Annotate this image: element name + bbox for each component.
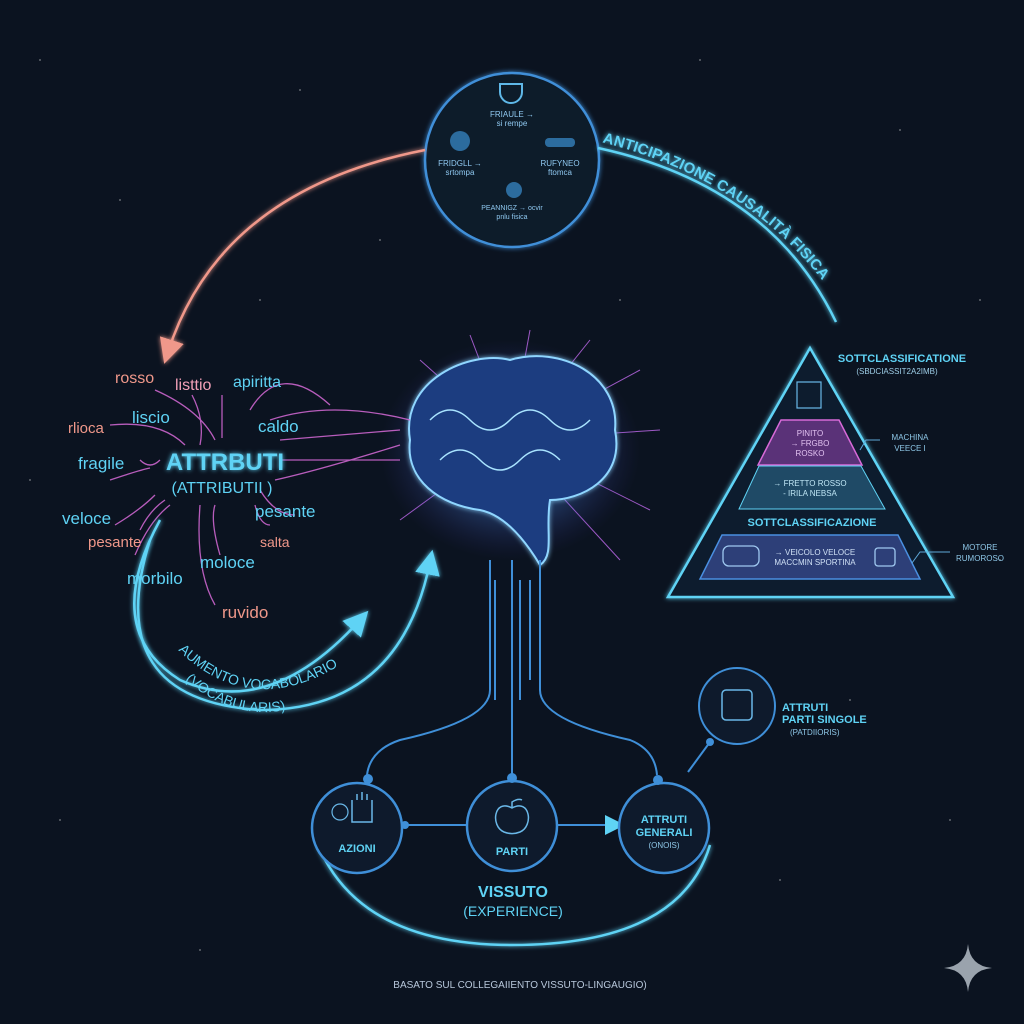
sparkle-logo-icon: [944, 944, 992, 992]
parts-single-line1: ATTRUTI: [782, 702, 828, 714]
causality-item-4-line1: PEANNIGZ → ocvir: [481, 205, 543, 212]
word-rlioca: rlioca: [68, 420, 105, 437]
tier2-line3: ROSKO: [796, 449, 825, 458]
attributes-subtitle: (ATTRIBUTII ): [171, 480, 272, 497]
brain-illustration: [380, 329, 661, 567]
teacup-icon: [499, 83, 523, 104]
word-liscio: liscio: [132, 408, 170, 427]
engine-parts-icon: [721, 689, 753, 721]
word-veloce: veloce: [62, 509, 111, 528]
causality-item-4-line2: pnlu fisica: [496, 214, 527, 221]
parts-single-node: ATTRUTI PARTI SINGOLE (PATDIIORIS): [687, 667, 867, 773]
word-listtio: listtio: [175, 377, 212, 394]
causality-item-3-line2: ftomca: [548, 168, 573, 177]
word-rosso: rosso: [115, 370, 154, 387]
word-fragile: fragile: [78, 454, 124, 473]
tier3-line2: - IRILA NEBSA: [783, 489, 837, 498]
parts-single-line3: (PATDIIORIS): [790, 728, 840, 737]
word-ruvido: ruvido: [222, 603, 268, 622]
experience-title: VISSUTO: [478, 884, 548, 901]
word-morbilo: morbilo: [127, 569, 183, 588]
tier3-line1: → FRETTO ROSSO: [773, 479, 846, 488]
tier2-line1: PINITO: [797, 429, 824, 438]
causality-circle: FRIAULE → si rempe FRIDGLL → srtompa RUF…: [423, 71, 601, 249]
experience-subtitle: (EXPERIENCE): [463, 903, 563, 919]
node-attributi-label3: (ONOIS): [648, 841, 679, 850]
word-moloce: moloce: [200, 553, 255, 572]
causality-return-arrow: [159, 148, 426, 364]
tier2-line2: → FRGBO: [791, 439, 830, 448]
car-icon: [545, 138, 575, 147]
pyramid-side1-line1: MACHINA: [892, 433, 930, 442]
node-azioni: AZIONI: [310, 774, 404, 875]
pyramid-side2-line2: RUMOROSO: [956, 554, 1004, 563]
vocabulary-arrow-outer: [136, 539, 440, 712]
pyramid-subtitle: (SBDCIASSIT2A2IMB): [856, 367, 938, 376]
pyramid-title: SOTTCLASSIFICATIONE: [838, 353, 966, 365]
pyramid-side1-line2: VEECE I: [894, 444, 926, 453]
node-parti: PARTI: [465, 773, 559, 873]
node-attributi-label1: ATTRUTI: [641, 814, 687, 826]
vocabulary-arrow-inner: [133, 519, 369, 693]
no-symbol-icon: [331, 803, 349, 821]
causality-item-1-line1: FRIAULE →: [490, 110, 534, 119]
hand-icon: [351, 792, 373, 823]
causality-item-1-line2: si rempe: [497, 119, 528, 128]
word-pesante-left: pesante: [88, 534, 141, 551]
fruit-icon: [506, 182, 522, 198]
tier4-line1: → VEICOLO VELOCE: [775, 548, 855, 557]
brain-connectors: [366, 560, 658, 780]
word-caldo: caldo: [258, 417, 299, 436]
node-attributi-label2: GENERALI: [636, 827, 693, 839]
word-salta: salta: [260, 534, 290, 550]
pyramid-mid-title: SOTTCLASSIFICAZIONE: [748, 517, 877, 529]
tier4-line2: MACCMIN SPORTINA: [774, 558, 856, 567]
node-parti-label: PARTI: [496, 846, 528, 858]
attributes-title: ATTRBUTI: [166, 449, 284, 476]
pyramid-side2-line1: MOTORE: [963, 543, 998, 552]
parts-single-line2: PARTI SINGOLE: [782, 714, 867, 726]
experience-section: AZIONI PARTI ATTRUTI GENERALI (ONOIS) VI…: [310, 773, 712, 947]
causality-item-3-line1: RUFYNEO: [540, 159, 579, 168]
word-apiritta: apiritta: [233, 374, 281, 391]
starfield: [29, 59, 1001, 951]
word-pesante-right: pesante: [255, 502, 316, 521]
engine-icon: [874, 547, 896, 567]
apple-icon: [494, 798, 530, 835]
causality-item-2-line1: FRIDGLL →: [438, 159, 482, 168]
broken-object-icon: [450, 131, 470, 151]
classification-pyramid: PINITO → FRGBO ROSKO → FRETTO ROSSO - IR…: [665, 345, 1004, 599]
causality-arc: [597, 146, 838, 323]
calendar-icon: [796, 381, 822, 409]
node-azioni-label: AZIONI: [338, 843, 375, 855]
causality-item-2-line2: srtompa: [446, 168, 475, 177]
car-icon: [722, 545, 760, 567]
node-attributi-generali: ATTRUTI GENERALI (ONOIS): [617, 775, 711, 875]
footer-caption: BASATO SUL COLLEGAIIENTO VISSUTO-LINGAUG…: [393, 980, 646, 991]
